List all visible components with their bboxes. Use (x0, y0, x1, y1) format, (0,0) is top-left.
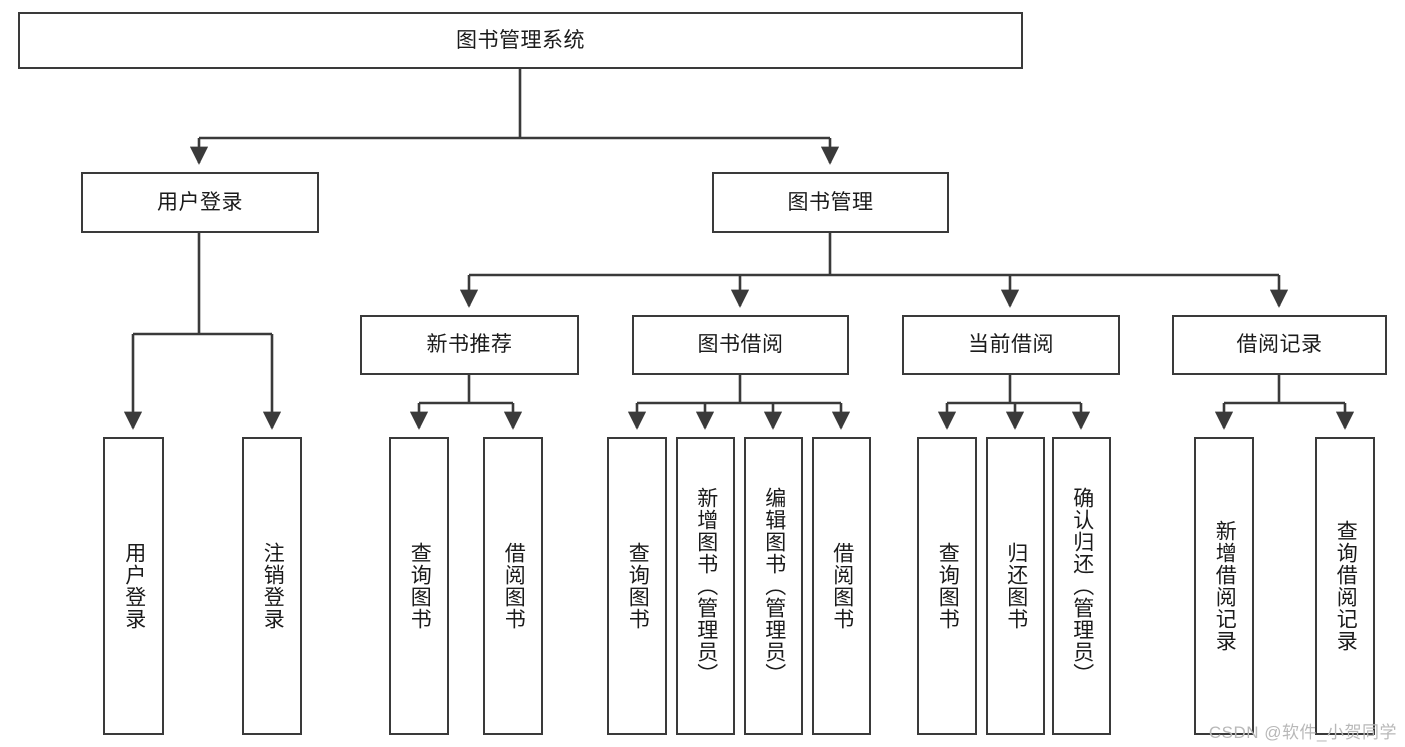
node-leaf[interactable]: 用户登录 (103, 437, 164, 735)
node-user-login-label: 用户登录 (157, 190, 243, 214)
node-leaf[interactable]: 借阅图书 (812, 437, 871, 735)
node-borrow-record-label: 借阅记录 (1236, 333, 1323, 357)
node-leaf-label: 查询图书 (408, 542, 432, 630)
node-leaf-label: 编辑图书（管理员） (762, 487, 786, 685)
node-root[interactable]: 图书管理系统 (18, 12, 1023, 69)
node-new-book-recommend-label: 新书推荐 (426, 333, 513, 357)
node-leaf-label: 借阅图书 (502, 542, 526, 630)
node-leaf[interactable]: 注销登录 (242, 437, 302, 735)
node-book-borrow-label: 图书借阅 (697, 333, 784, 357)
node-book-management-label: 图书管理 (787, 190, 874, 214)
node-user-login[interactable]: 用户登录 (81, 172, 319, 233)
node-leaf-label: 确认归还（管理员） (1070, 487, 1094, 685)
node-leaf-label: 查询图书 (936, 542, 960, 630)
csdn-watermark: CSDN @软件_小贺同学 (1208, 723, 1397, 742)
node-leaf-label: 用户登录 (122, 542, 146, 630)
node-leaf[interactable]: 借阅图书 (483, 437, 543, 735)
node-leaf[interactable]: 编辑图书（管理员） (744, 437, 803, 735)
node-leaf-label: 新增借阅记录 (1213, 520, 1237, 652)
node-current-borrow[interactable]: 当前借阅 (902, 315, 1120, 375)
node-current-borrow-label: 当前借阅 (968, 333, 1054, 357)
node-leaf-label: 查询借阅记录 (1334, 520, 1358, 652)
node-leaf[interactable]: 查询图书 (607, 437, 667, 735)
node-leaf[interactable]: 新增借阅记录 (1194, 437, 1254, 735)
node-leaf-label: 借阅图书 (830, 542, 854, 630)
node-new-book-recommend[interactable]: 新书推荐 (360, 315, 579, 375)
node-leaf[interactable]: 查询图书 (389, 437, 449, 735)
node-leaf-label: 归还图书 (1004, 542, 1028, 630)
node-leaf[interactable]: 新增图书（管理员） (676, 437, 735, 735)
node-leaf-label: 注销登录 (261, 542, 285, 630)
node-leaf-label: 查询图书 (626, 542, 650, 630)
node-book-management[interactable]: 图书管理 (712, 172, 949, 233)
node-leaf[interactable]: 查询借阅记录 (1315, 437, 1375, 735)
node-leaf-label: 新增图书（管理员） (694, 487, 718, 685)
node-book-borrow[interactable]: 图书借阅 (632, 315, 849, 375)
node-leaf[interactable]: 确认归还（管理员） (1052, 437, 1111, 735)
node-borrow-record[interactable]: 借阅记录 (1172, 315, 1387, 375)
node-leaf[interactable]: 归还图书 (986, 437, 1045, 735)
node-root-label: 图书管理系统 (456, 28, 585, 52)
node-leaf[interactable]: 查询图书 (917, 437, 977, 735)
